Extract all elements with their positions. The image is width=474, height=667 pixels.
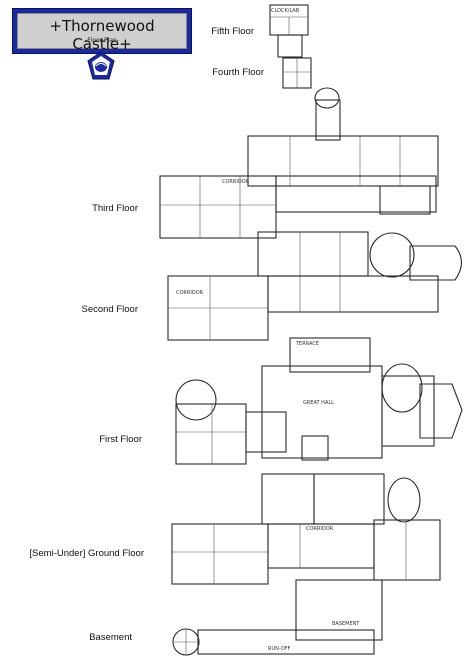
page-title: +Thornewood Castle+ <box>49 17 155 53</box>
room-terrace: TERRACE <box>295 341 319 347</box>
fourth-floor-plan <box>282 57 312 89</box>
room-ground-corridor: CORRIDOR <box>306 526 334 532</box>
room-run-off: RUN-OFF <box>268 646 291 652</box>
floor-label-ground: [Semi-Under] Ground Floor <box>29 548 144 559</box>
room-clock-lab: CLOCK/LAB <box>271 8 300 14</box>
page-subtitle: -Floor Plan- <box>85 37 119 44</box>
ground-floor-plan: CORRIDOR <box>171 473 441 585</box>
floor-label-second: Second Floor <box>81 304 138 315</box>
floor-label-fifth: Fifth Floor <box>211 26 254 37</box>
floor-label-basement: Basement <box>89 632 132 643</box>
floor-label-first: First Floor <box>99 434 142 445</box>
room-third-corridor: CORRIDOR <box>222 179 250 185</box>
basement-plan: BASEMENT RUN-OFF <box>172 579 383 656</box>
first-floor-plan: TERRACE GREAT HALL <box>175 337 463 465</box>
crest-emblem-icon <box>87 51 115 80</box>
third-floor-plan: CORRIDOR <box>159 87 439 239</box>
fifth-floor-plan: CLOCK/LAB <box>269 4 309 58</box>
floor-label-third: Third Floor <box>92 203 138 214</box>
room-great-hall: GREAT HALL <box>303 400 334 406</box>
room-basement: BASEMENT <box>332 621 360 627</box>
floor-label-fourth: Fourth Floor <box>212 67 264 78</box>
title-panel: +Thornewood Castle+ -Floor Plan- <box>17 13 187 53</box>
title-banner: +Thornewood Castle+ -Floor Plan- <box>12 8 192 54</box>
room-second-corridor: CORRIDOR <box>176 290 204 296</box>
second-floor-plan: CORRIDOR <box>167 231 463 341</box>
